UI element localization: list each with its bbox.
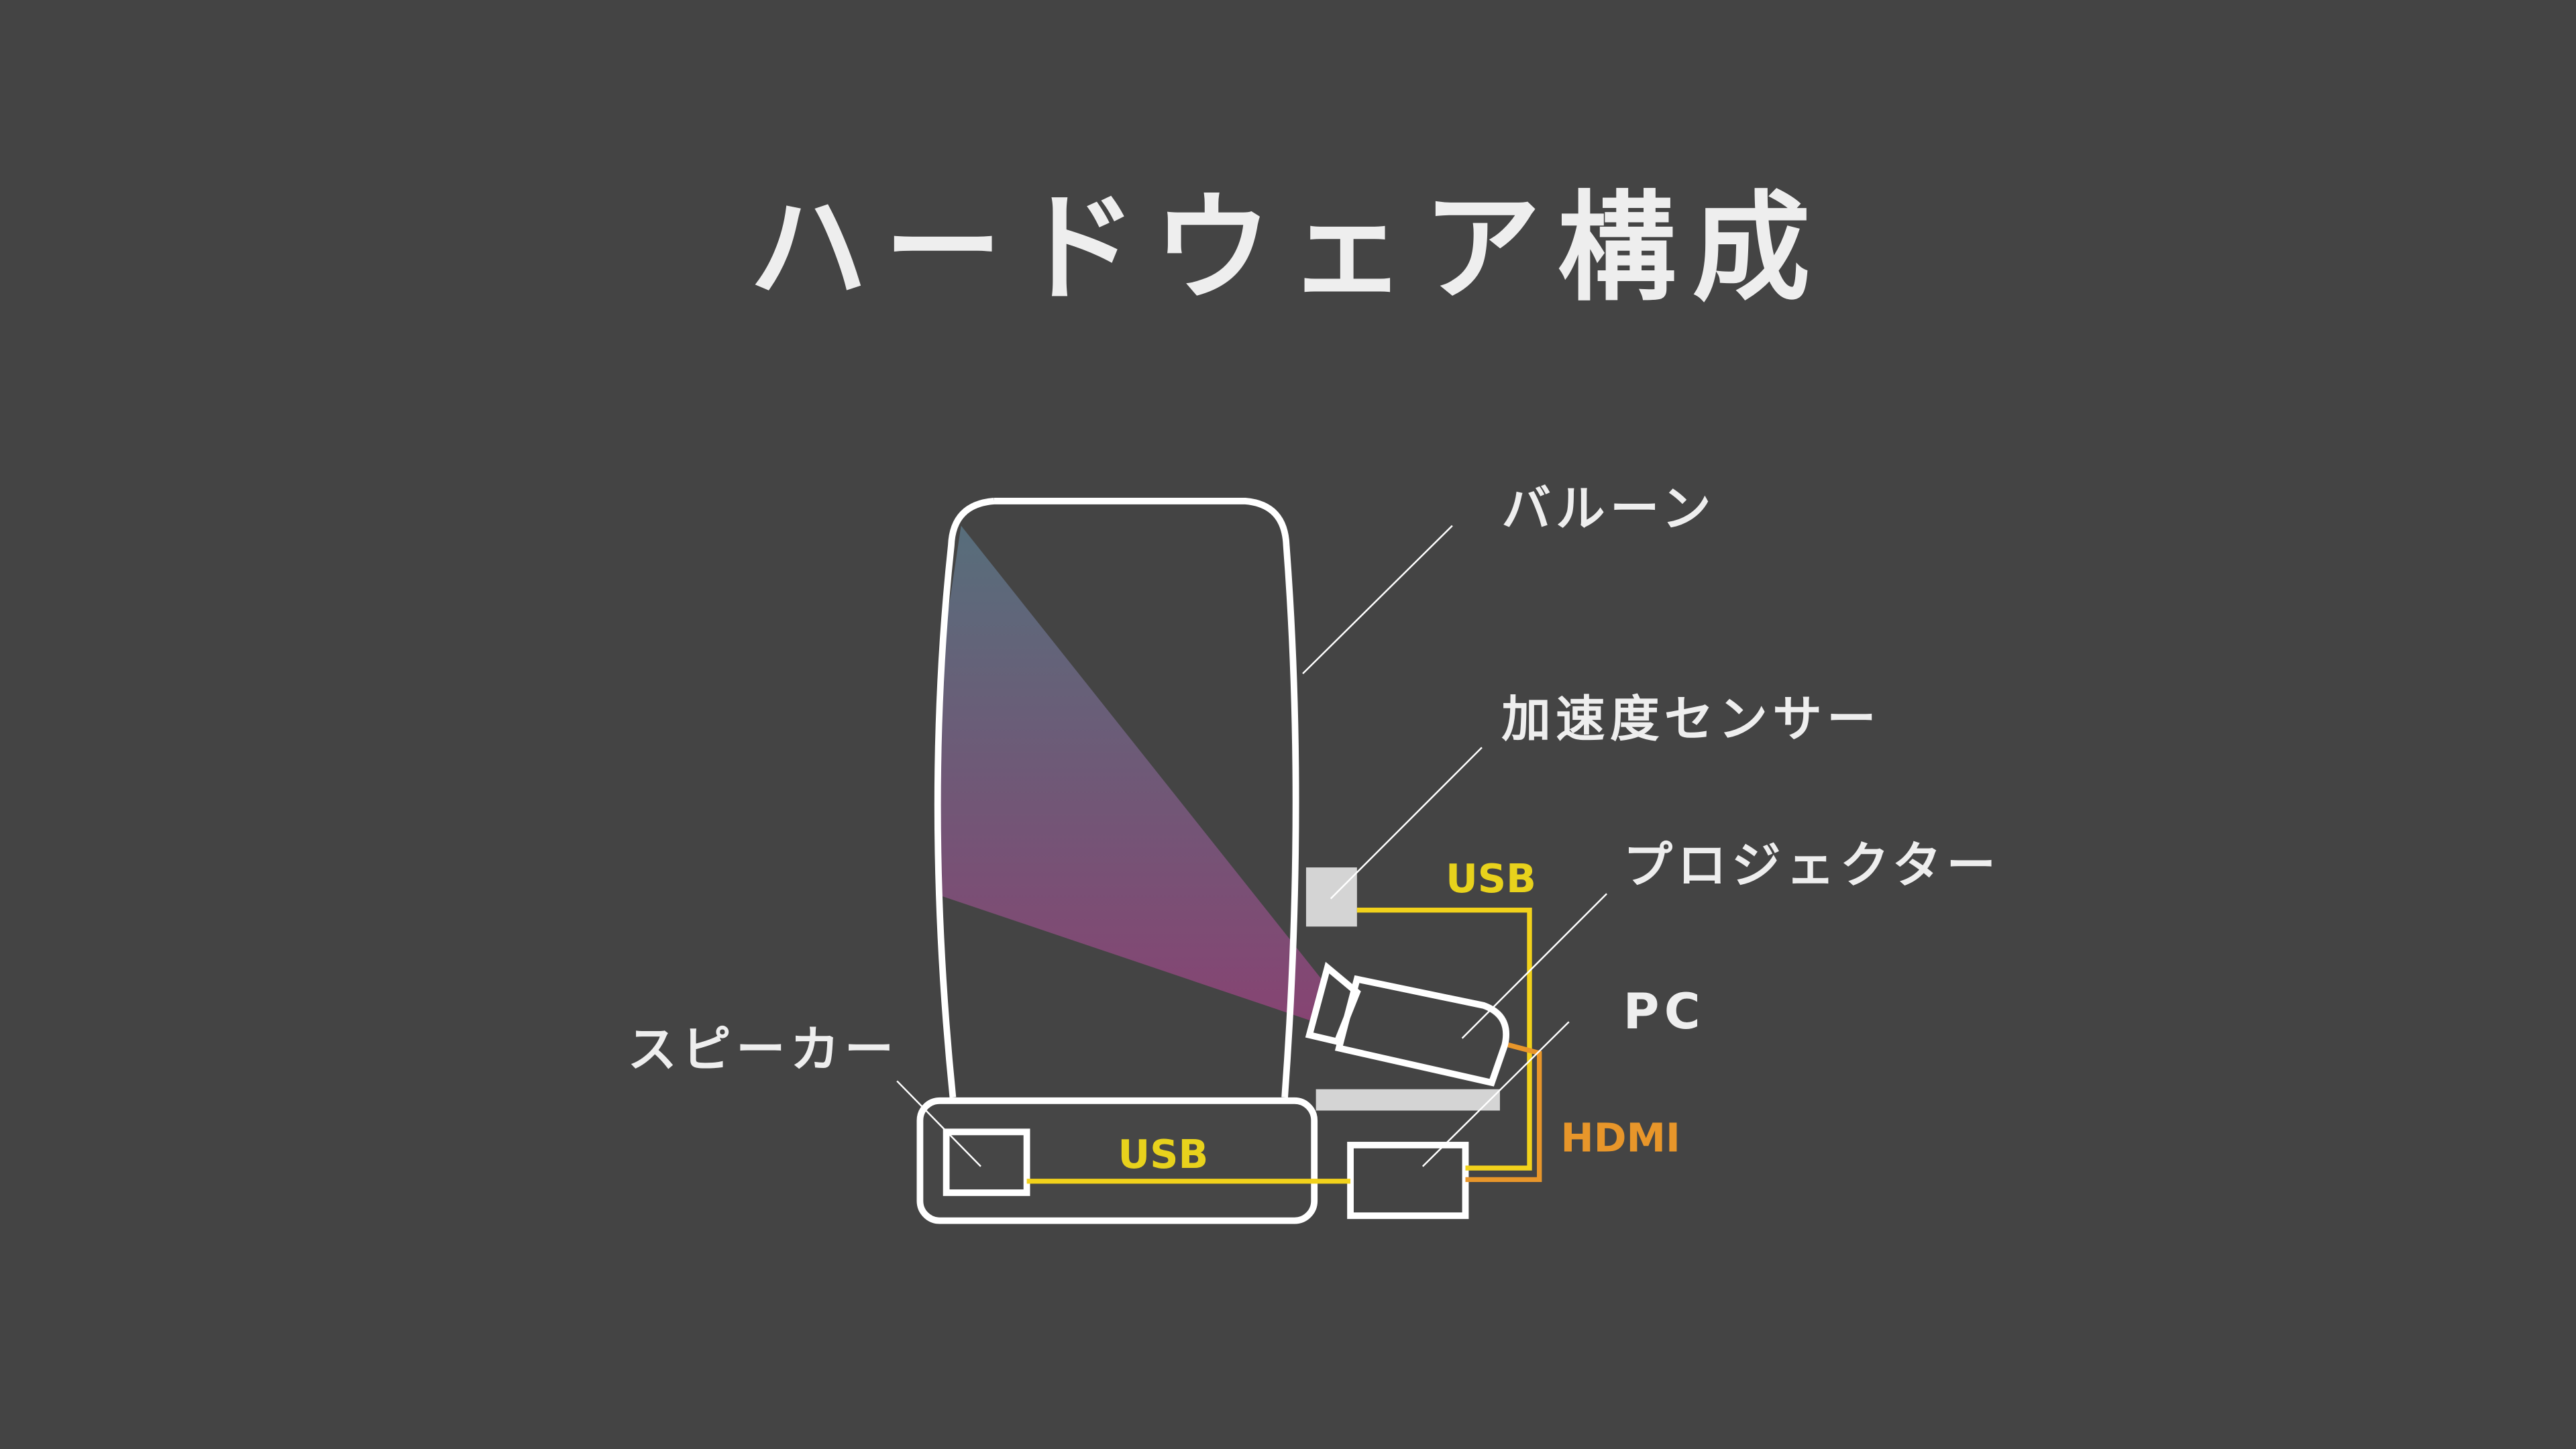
base [916,1097,1318,1224]
speaker [943,1128,1030,1196]
usb-wire-sensor-pc [1356,908,1532,1171]
shelf [1316,1089,1500,1111]
label-projector: プロジェクター [1623,837,2001,894]
projection-beam [934,525,1324,1022]
label-accelerometer: 加速度センサー [1501,691,1881,748]
label-balloon: バルーン [1501,481,1716,538]
leader-speaker [896,1080,981,1167]
hdmi-label: HDMI [1561,1115,1680,1161]
leader-balloon [1302,525,1453,674]
leader-pc [1421,1021,1570,1167]
page-title: ハードウェア構成 [749,179,1827,317]
leader-accelerometer [1330,747,1483,900]
projector-body [1334,975,1510,1087]
label-speaker: スピーカー [628,1021,899,1078]
label-pc: PC [1623,983,1705,1040]
hdmi-wire-projector-pc [1465,1042,1542,1183]
leader-projector [1461,893,1607,1039]
projector [1305,961,1510,1087]
usb-label-sensor: USB [1446,855,1536,902]
balloon [934,498,1299,1098]
usb-label-speaker: USB [1118,1131,1208,1177]
